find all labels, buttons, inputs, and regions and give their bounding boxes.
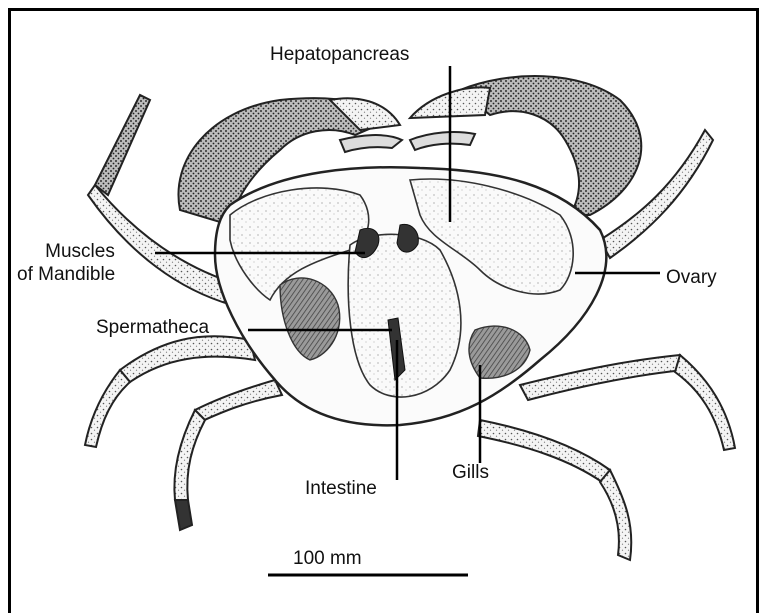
label-gills: Gills — [452, 462, 489, 483]
label-ovary: Ovary — [666, 267, 717, 288]
label-intestine: Intestine — [305, 478, 377, 499]
label-spermatheca: Spermatheca — [96, 317, 209, 338]
label-hepatopancreas: Hepatopancreas — [270, 44, 409, 65]
label-muscles-line2: of Mandible — [17, 264, 115, 285]
central-organs — [348, 234, 461, 397]
label-muscles-line1: Muscles — [32, 241, 128, 262]
scale-bar-label: 100 mm — [293, 548, 362, 569]
